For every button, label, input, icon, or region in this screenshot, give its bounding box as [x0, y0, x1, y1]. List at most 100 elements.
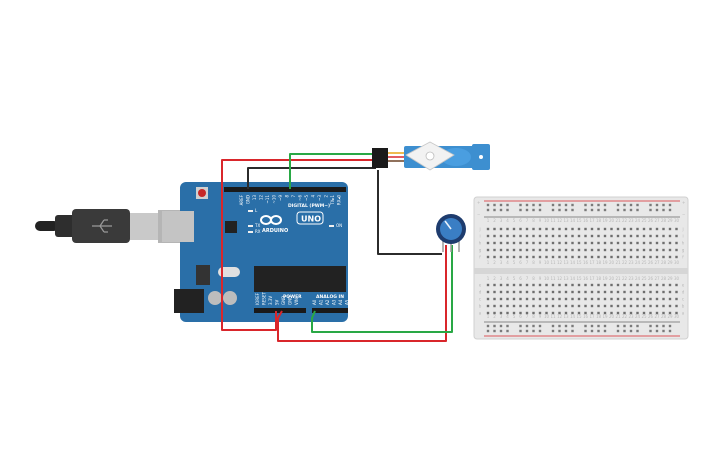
- breadboard-hole[interactable]: [610, 227, 613, 231]
- breadboard-hole[interactable]: [532, 297, 535, 301]
- breadboard-hole[interactable]: [623, 234, 626, 238]
- breadboard-hole[interactable]: [551, 297, 555, 301]
- rail-hole[interactable]: [486, 208, 490, 212]
- rail-hole[interactable]: [551, 208, 555, 212]
- breadboard-hole[interactable]: [577, 255, 581, 259]
- breadboard-hole[interactable]: [545, 297, 548, 301]
- breadboard-hole[interactable]: [493, 290, 496, 294]
- breadboard-hole[interactable]: [642, 234, 646, 238]
- breadboard-hole[interactable]: [538, 241, 542, 245]
- breadboard-hole[interactable]: [558, 311, 561, 315]
- rail-hole[interactable]: [538, 324, 542, 328]
- breadboard-hole[interactable]: [584, 297, 587, 301]
- breadboard-hole[interactable]: [571, 304, 574, 308]
- breadboard-hole[interactable]: [519, 297, 522, 301]
- breadboard-hole[interactable]: [597, 297, 600, 301]
- breadboard-hole[interactable]: [655, 255, 659, 259]
- breadboard-hole[interactable]: [649, 304, 652, 308]
- breadboard-hole[interactable]: [577, 227, 581, 231]
- breadboard-holes[interactable]: [486, 203, 678, 333]
- wire-red-5v-pot[interactable]: [277, 245, 447, 342]
- breadboard-hole[interactable]: [538, 304, 542, 308]
- breadboard-hole[interactable]: [610, 255, 613, 259]
- rail-hole[interactable]: [623, 203, 626, 207]
- breadboard-hole[interactable]: [584, 283, 587, 287]
- rail-hole[interactable]: [493, 203, 496, 207]
- rail-hole[interactable]: [532, 203, 535, 207]
- breadboard-hole[interactable]: [649, 297, 652, 301]
- breadboard-hole[interactable]: [512, 297, 516, 301]
- breadboard-hole[interactable]: [616, 283, 620, 287]
- breadboard-hole[interactable]: [512, 227, 516, 231]
- breadboard-hole[interactable]: [603, 241, 607, 245]
- rail-hole[interactable]: [655, 329, 659, 333]
- usb-cable[interactable]: [35, 209, 182, 243]
- breadboard-hole[interactable]: [506, 227, 509, 231]
- breadboard-hole[interactable]: [525, 311, 529, 315]
- breadboard-hole[interactable]: [623, 290, 626, 294]
- breadboard-hole[interactable]: [551, 290, 555, 294]
- breadboard-hole[interactable]: [675, 311, 678, 315]
- breadboard-hole[interactable]: [506, 290, 509, 294]
- breadboard-hole[interactable]: [655, 248, 659, 252]
- breadboard-hole[interactable]: [532, 234, 535, 238]
- breadboard-hole[interactable]: [636, 234, 639, 238]
- breadboard-hole[interactable]: [525, 234, 529, 238]
- rail-hole[interactable]: [532, 329, 535, 333]
- breadboard-hole[interactable]: [623, 311, 626, 315]
- rail-hole[interactable]: [538, 203, 542, 207]
- breadboard-hole[interactable]: [512, 241, 516, 245]
- rail-hole[interactable]: [649, 203, 652, 207]
- breadboard-hole[interactable]: [655, 241, 659, 245]
- breadboard-hole[interactable]: [519, 283, 522, 287]
- rail-hole[interactable]: [623, 208, 626, 212]
- rail-hole[interactable]: [532, 324, 535, 328]
- breadboard-hole[interactable]: [545, 248, 548, 252]
- breadboard-hole[interactable]: [486, 234, 490, 238]
- breadboard-hole[interactable]: [486, 304, 490, 308]
- wire-green-a0-pot[interactable]: [311, 245, 453, 333]
- rail-hole[interactable]: [571, 329, 574, 333]
- rail-hole[interactable]: [603, 203, 607, 207]
- breadboard-hole[interactable]: [525, 227, 529, 231]
- rail-hole[interactable]: [655, 203, 659, 207]
- breadboard-hole[interactable]: [551, 248, 555, 252]
- breadboard-hole[interactable]: [512, 255, 516, 259]
- breadboard-hole[interactable]: [512, 290, 516, 294]
- breadboard-hole[interactable]: [662, 283, 665, 287]
- breadboard-hole[interactable]: [655, 234, 659, 238]
- analog-header-strip[interactable]: [312, 308, 348, 313]
- breadboard-hole[interactable]: [668, 311, 672, 315]
- breadboard-hole[interactable]: [506, 297, 509, 301]
- breadboard-hole[interactable]: [571, 234, 574, 238]
- breadboard-hole[interactable]: [616, 297, 620, 301]
- breadboard-hole[interactable]: [642, 248, 646, 252]
- breadboard-hole[interactable]: [636, 241, 639, 245]
- breadboard-hole[interactable]: [642, 304, 646, 308]
- rail-hole[interactable]: [493, 208, 496, 212]
- breadboard-hole[interactable]: [623, 297, 626, 301]
- breadboard-hole[interactable]: [577, 234, 581, 238]
- breadboard-hole[interactable]: [571, 297, 574, 301]
- rail-hole[interactable]: [519, 329, 522, 333]
- breadboard-hole[interactable]: [493, 255, 496, 259]
- breadboard-hole[interactable]: [493, 297, 496, 301]
- breadboard-hole[interactable]: [564, 304, 568, 308]
- breadboard-hole[interactable]: [577, 311, 581, 315]
- breadboard-hole[interactable]: [610, 297, 613, 301]
- breadboard-hole[interactable]: [668, 255, 672, 259]
- breadboard-hole[interactable]: [506, 283, 509, 287]
- breadboard-hole[interactable]: [629, 241, 633, 245]
- breadboard-hole[interactable]: [493, 283, 496, 287]
- breadboard-hole[interactable]: [519, 255, 522, 259]
- breadboard-hole[interactable]: [642, 283, 646, 287]
- rail-hole[interactable]: [597, 203, 600, 207]
- breadboard-hole[interactable]: [584, 241, 587, 245]
- breadboard-hole[interactable]: [636, 290, 639, 294]
- digital-header[interactable]: [224, 187, 346, 192]
- breadboard-hole[interactable]: [525, 304, 529, 308]
- breadboard-hole[interactable]: [584, 234, 587, 238]
- rail-hole[interactable]: [584, 329, 587, 333]
- breadboard-hole[interactable]: [564, 248, 568, 252]
- breadboard-hole[interactable]: [629, 311, 633, 315]
